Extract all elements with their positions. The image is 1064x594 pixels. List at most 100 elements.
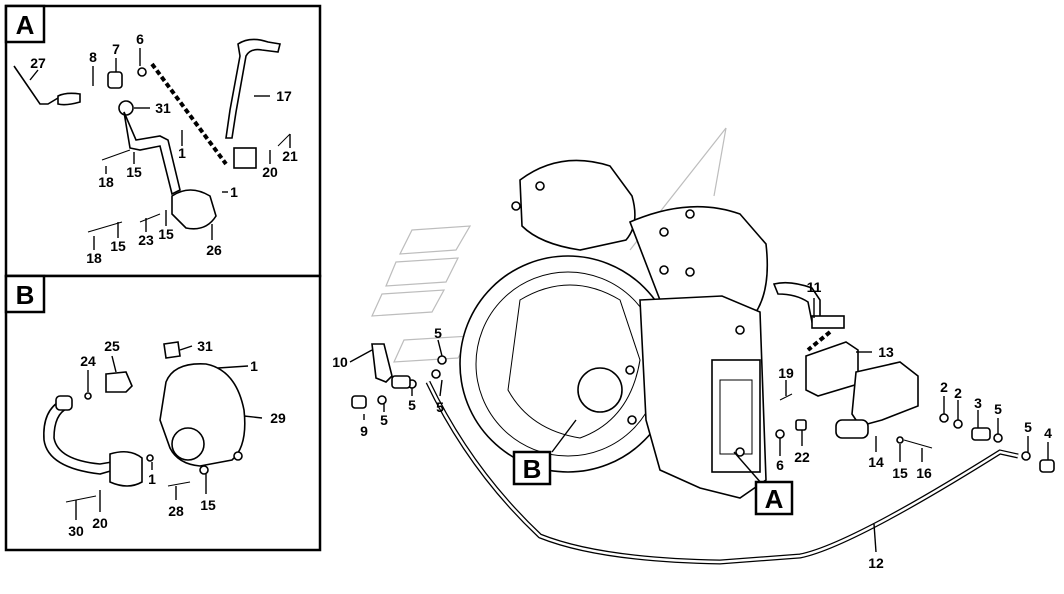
bracket-20 xyxy=(233,147,257,169)
bolt-19 xyxy=(779,393,793,401)
callout-a-8: 8 xyxy=(89,49,97,65)
plug-4 xyxy=(1039,459,1055,473)
valve-26 xyxy=(171,189,217,230)
bolt-23 xyxy=(139,213,161,223)
washer-b xyxy=(233,451,243,461)
marker-a-letter: A xyxy=(765,484,784,514)
plate-13 xyxy=(805,341,859,397)
callout-b-1-bottom: 1 xyxy=(148,471,156,487)
callout-a-15-top: 15 xyxy=(126,164,142,180)
callout-main-12: 12 xyxy=(868,555,884,571)
detail-view-a: A 27 8 7 6 xyxy=(4,4,322,278)
callout-main-5-f: 5 xyxy=(1024,419,1032,435)
leader-a-27 xyxy=(29,69,39,81)
callout-b-30: 30 xyxy=(68,523,84,539)
housing-bolt xyxy=(511,201,521,211)
washer-15-b xyxy=(199,465,209,475)
callout-main-5-mid: 5 xyxy=(408,397,416,413)
detail-view-b: B 25 31 24 1 29 1 30 20 28 xyxy=(4,274,322,552)
leader-b-25 xyxy=(111,355,117,373)
marker-a-box xyxy=(754,480,794,516)
callout-main-5-right: 5 xyxy=(436,399,444,415)
callout-b-15: 15 xyxy=(200,497,216,513)
view-a-label-box xyxy=(4,4,46,44)
bolt-28 xyxy=(167,481,191,487)
marker-b-letter: B xyxy=(523,454,542,484)
adapter-3 xyxy=(971,427,991,441)
plug-9 xyxy=(351,395,367,409)
washer-5-e xyxy=(993,433,1003,443)
callout-main-3: 3 xyxy=(974,395,982,411)
callout-b-24: 24 xyxy=(80,353,96,369)
bolt-30 xyxy=(65,495,97,503)
bolt-21 xyxy=(277,133,291,147)
callout-main-5-left: 5 xyxy=(380,412,388,428)
plug-22 xyxy=(795,419,807,431)
washer-5-d xyxy=(437,355,447,365)
bracket-arm xyxy=(123,111,181,196)
pipe-12-inner xyxy=(426,381,1019,564)
leader-main-5-top xyxy=(437,339,443,357)
housing-bolt xyxy=(659,265,669,275)
main-assembly-view: B A 5 10 5 5 9 5 11 13 19 2 2 3 5 4 5 6 … xyxy=(332,127,1055,571)
callout-main-10: 10 xyxy=(332,354,348,370)
leader-marker-b xyxy=(551,419,577,453)
callout-a-6: 6 xyxy=(136,31,144,47)
callout-main-15: 15 xyxy=(892,465,908,481)
callout-a-1-mid: 1 xyxy=(230,184,238,200)
callout-a-15-mid: 15 xyxy=(158,226,174,242)
callout-main-14: 14 xyxy=(868,454,884,470)
connection-line-main xyxy=(806,330,832,352)
valve-port xyxy=(171,427,205,461)
housing-bolt xyxy=(735,325,745,335)
callout-main-4: 4 xyxy=(1044,425,1052,441)
leader-main-12 xyxy=(873,523,877,553)
washer-2-a xyxy=(939,413,949,423)
bolt-18-upper xyxy=(101,149,131,161)
callout-a-23: 23 xyxy=(138,232,154,248)
washer-6-main xyxy=(775,429,785,439)
washer-24 xyxy=(84,392,92,400)
washer-5-f xyxy=(1021,451,1031,461)
washer-5-c xyxy=(431,369,441,379)
callout-main-22: 22 xyxy=(794,449,810,465)
callout-main-11: 11 xyxy=(807,279,822,295)
leader-marker-a xyxy=(733,451,763,485)
marker-b-box xyxy=(512,450,552,486)
washer-1-b xyxy=(146,454,154,462)
upper-housing xyxy=(519,159,636,251)
callout-main-5-e: 5 xyxy=(994,401,1002,417)
leader-main-10 xyxy=(349,349,373,363)
housing-bolt xyxy=(685,209,695,219)
callout-b-1-top: 1 xyxy=(250,358,258,374)
view-b-letter: B xyxy=(16,280,35,310)
callout-b-25: 25 xyxy=(104,338,120,354)
union-fitting xyxy=(391,375,411,389)
callout-main-2-a: 2 xyxy=(940,379,948,395)
callout-main-19: 19 xyxy=(778,365,794,381)
callout-a-31: 31 xyxy=(155,100,171,116)
callout-a-17: 17 xyxy=(276,88,292,104)
callout-b-20: 20 xyxy=(92,515,108,531)
callout-a-26: 26 xyxy=(206,242,222,258)
cap-31-b xyxy=(163,341,181,359)
leader-b-31 xyxy=(179,345,193,351)
callout-main-13: 13 xyxy=(878,344,894,360)
leader-b-1-top xyxy=(217,365,249,369)
housing-bolt xyxy=(627,415,637,425)
bolt-16 xyxy=(903,439,933,449)
callout-main-16: 16 xyxy=(916,465,932,481)
callout-a-7: 7 xyxy=(112,41,120,57)
leader-main-5-right xyxy=(439,379,443,397)
housing-bolt xyxy=(535,181,545,191)
washer-5-a xyxy=(377,395,387,405)
washer-6 xyxy=(137,67,147,77)
callout-main-6: 6 xyxy=(776,457,784,473)
adapter-7 xyxy=(107,71,123,89)
callout-a-1-top: 1 xyxy=(178,145,186,161)
bolt-18-lower xyxy=(87,221,123,233)
cap-31 xyxy=(118,100,134,116)
fitting-8 xyxy=(57,92,81,106)
housing-bolt xyxy=(625,365,635,375)
